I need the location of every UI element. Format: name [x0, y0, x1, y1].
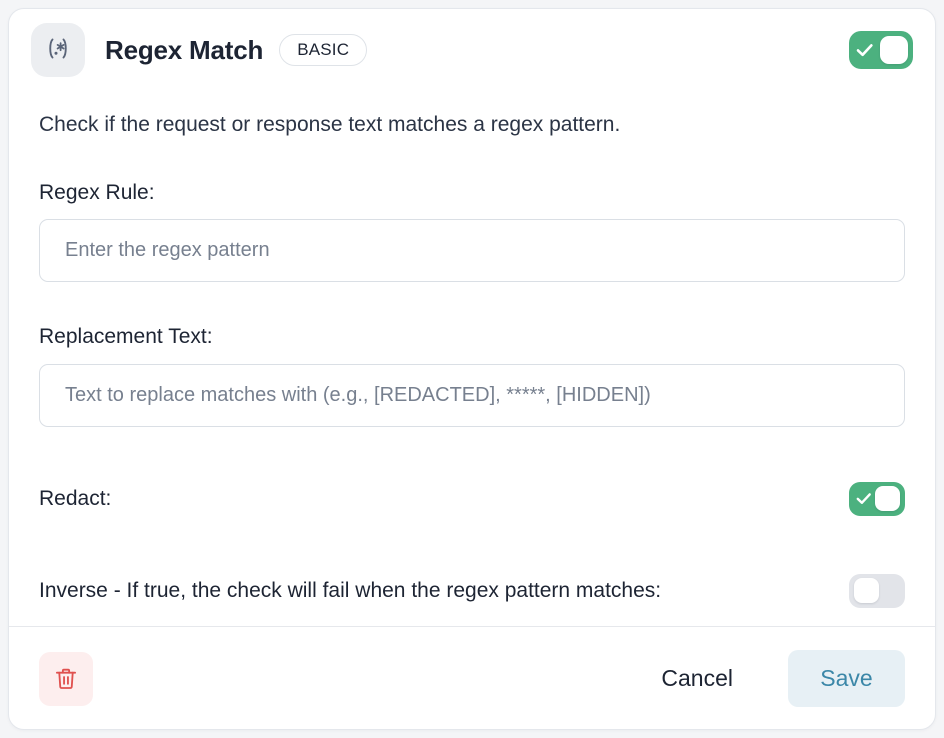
page-title: Regex Match [105, 34, 264, 65]
regex-rule-label: Regex Rule: [39, 181, 155, 205]
regex-icon [31, 23, 85, 77]
status-badge: BASIC [279, 34, 368, 66]
card-header: Regex Match BASIC [9, 9, 935, 91]
cancel-button[interactable]: Cancel [645, 653, 749, 704]
toggle-knob [875, 486, 900, 512]
inverse-toggle[interactable] [849, 573, 905, 608]
regex-rule-input[interactable] [39, 219, 905, 283]
check-description: Check if the request or response text ma… [39, 113, 621, 136]
inverse-row: Inverse - If true, the check will fail w… [39, 572, 905, 610]
footer-divider [9, 626, 935, 627]
card-footer: Cancel Save [9, 627, 935, 729]
replacement-text-input[interactable] [39, 363, 905, 427]
replacement-text-label: Replacement Text: [39, 325, 213, 349]
check-config-card: Regex Match BASIC Check if the request o… [8, 8, 936, 730]
redact-toggle[interactable] [849, 481, 905, 516]
enable-check-toggle[interactable] [849, 31, 913, 69]
check-icon [856, 44, 873, 57]
inverse-label: Inverse - If true, the check will fail w… [39, 579, 662, 603]
footer-actions: Cancel Save [645, 650, 905, 707]
trash-icon [55, 668, 77, 689]
save-button[interactable]: Save [788, 650, 905, 707]
redact-row: Redact: [39, 480, 905, 518]
toggle-knob [854, 578, 879, 604]
check-icon [856, 492, 871, 504]
toggle-knob [880, 36, 908, 64]
redact-label: Redact: [39, 487, 112, 511]
delete-button[interactable] [39, 651, 93, 706]
card-body: Check if the request or response text ma… [9, 112, 935, 610]
